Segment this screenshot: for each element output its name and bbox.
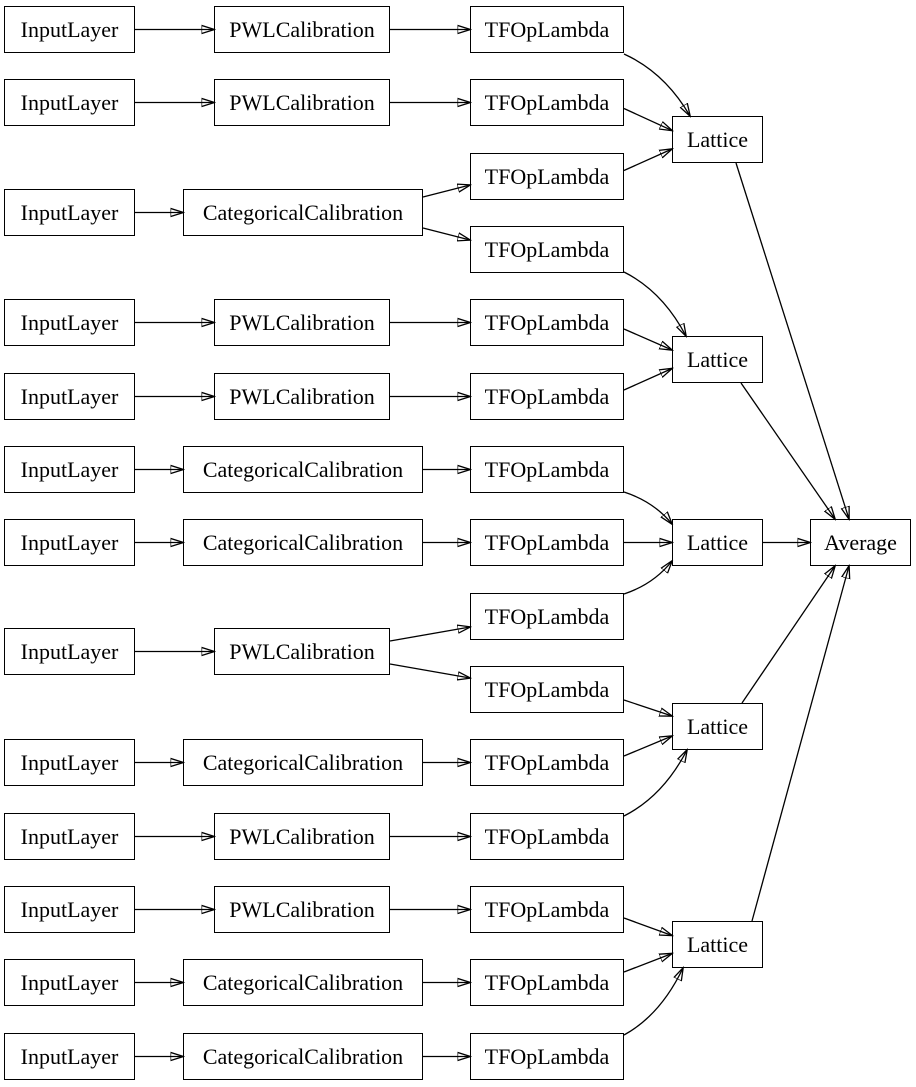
edge-tfop-8b-to-lattice-4 <box>623 699 672 716</box>
edge-tfop-1-to-lattice-1 <box>623 53 690 116</box>
edge-tfop-3a-to-lattice-1 <box>623 149 672 172</box>
node-lattice-3: Lattice <box>672 519 763 566</box>
node-input-9: InputLayer <box>4 739 135 786</box>
node-input-10: InputLayer <box>4 813 135 860</box>
edge-tfop-10-to-lattice-4 <box>623 750 687 817</box>
edge-tfop-13-to-lattice-5 <box>623 968 683 1036</box>
node-pwl-1: PWLCalibration <box>214 6 390 53</box>
node-tfop-7: TFOpLambda <box>470 519 624 566</box>
edge-tfop-9-to-lattice-4 <box>623 736 672 757</box>
edge-tfop-11-to-lattice-5 <box>623 917 672 936</box>
node-pwl-5: PWLCalibration <box>214 373 390 420</box>
node-tfop-1: TFOpLambda <box>470 6 624 53</box>
node-input-3: InputLayer <box>4 189 135 236</box>
node-cat-3: CategoricalCalibration <box>183 189 423 236</box>
node-pwl-2: PWLCalibration <box>214 79 390 126</box>
node-cat-9: CategoricalCalibration <box>183 739 423 786</box>
node-tfop-6: TFOpLambda <box>470 446 624 493</box>
node-input-13: InputLayer <box>4 1033 135 1080</box>
node-lattice-5: Lattice <box>672 921 763 968</box>
node-input-5: InputLayer <box>4 373 135 420</box>
node-tfop-10: TFOpLambda <box>470 813 624 860</box>
edge-cat-3-to-tfop-3b <box>422 227 470 240</box>
node-lattice-1: Lattice <box>672 116 763 163</box>
edge-tfop-3b-to-lattice-2 <box>623 271 686 336</box>
node-cat-7: CategoricalCalibration <box>183 519 423 566</box>
node-input-7: InputLayer <box>4 519 135 566</box>
node-input-2: InputLayer <box>4 79 135 126</box>
edge-tfop-8a-to-lattice-3 <box>623 561 672 595</box>
node-cat-6: CategoricalCalibration <box>183 446 423 493</box>
edge-tfop-5-to-lattice-2 <box>623 369 672 391</box>
node-cat-13: CategoricalCalibration <box>183 1033 423 1080</box>
node-pwl-10: PWLCalibration <box>214 813 390 860</box>
edge-tfop-12-to-lattice-5 <box>623 954 672 973</box>
node-tfop-11: TFOpLambda <box>470 886 624 933</box>
node-input-8: InputLayer <box>4 628 135 675</box>
node-input-11: InputLayer <box>4 886 135 933</box>
node-tfop-8a: TFOpLambda <box>470 593 624 640</box>
node-tfop-3b: TFOpLambda <box>470 226 624 273</box>
node-pwl-4: PWLCalibration <box>214 299 390 346</box>
edge-lattice-4-to-average <box>741 566 835 704</box>
node-pwl-8: PWLCalibration <box>214 628 390 675</box>
node-tfop-4: TFOpLambda <box>470 299 624 346</box>
node-average: Average <box>810 519 911 566</box>
edge-cat-3-to-tfop-3a <box>422 185 470 198</box>
node-tfop-2: TFOpLambda <box>470 79 624 126</box>
edge-tfop-4-to-lattice-2 <box>623 328 672 350</box>
node-tfop-3a: TFOpLambda <box>470 153 624 200</box>
node-tfop-9: TFOpLambda <box>470 739 624 786</box>
node-input-4: InputLayer <box>4 299 135 346</box>
edge-lattice-5-to-average <box>751 566 849 922</box>
node-tfop-12: TFOpLambda <box>470 959 624 1006</box>
node-input-12: InputLayer <box>4 959 135 1006</box>
node-cat-12: CategoricalCalibration <box>183 959 423 1006</box>
node-lattice-2: Lattice <box>672 336 763 383</box>
edge-pwl-8-to-tfop-8b <box>389 663 470 678</box>
node-tfop-8b: TFOpLambda <box>470 666 624 713</box>
node-pwl-11: PWLCalibration <box>214 886 390 933</box>
node-tfop-13: TFOpLambda <box>470 1033 624 1080</box>
edge-tfop-2-to-lattice-1 <box>623 107 672 131</box>
node-input-1: InputLayer <box>4 6 135 53</box>
node-lattice-4: Lattice <box>672 703 763 750</box>
edge-pwl-8-to-tfop-8a <box>389 627 470 642</box>
node-tfop-5: TFOpLambda <box>470 373 624 420</box>
node-input-6: InputLayer <box>4 446 135 493</box>
edge-lattice-2-to-average <box>740 382 835 519</box>
edge-tfop-6-to-lattice-3 <box>623 491 672 524</box>
